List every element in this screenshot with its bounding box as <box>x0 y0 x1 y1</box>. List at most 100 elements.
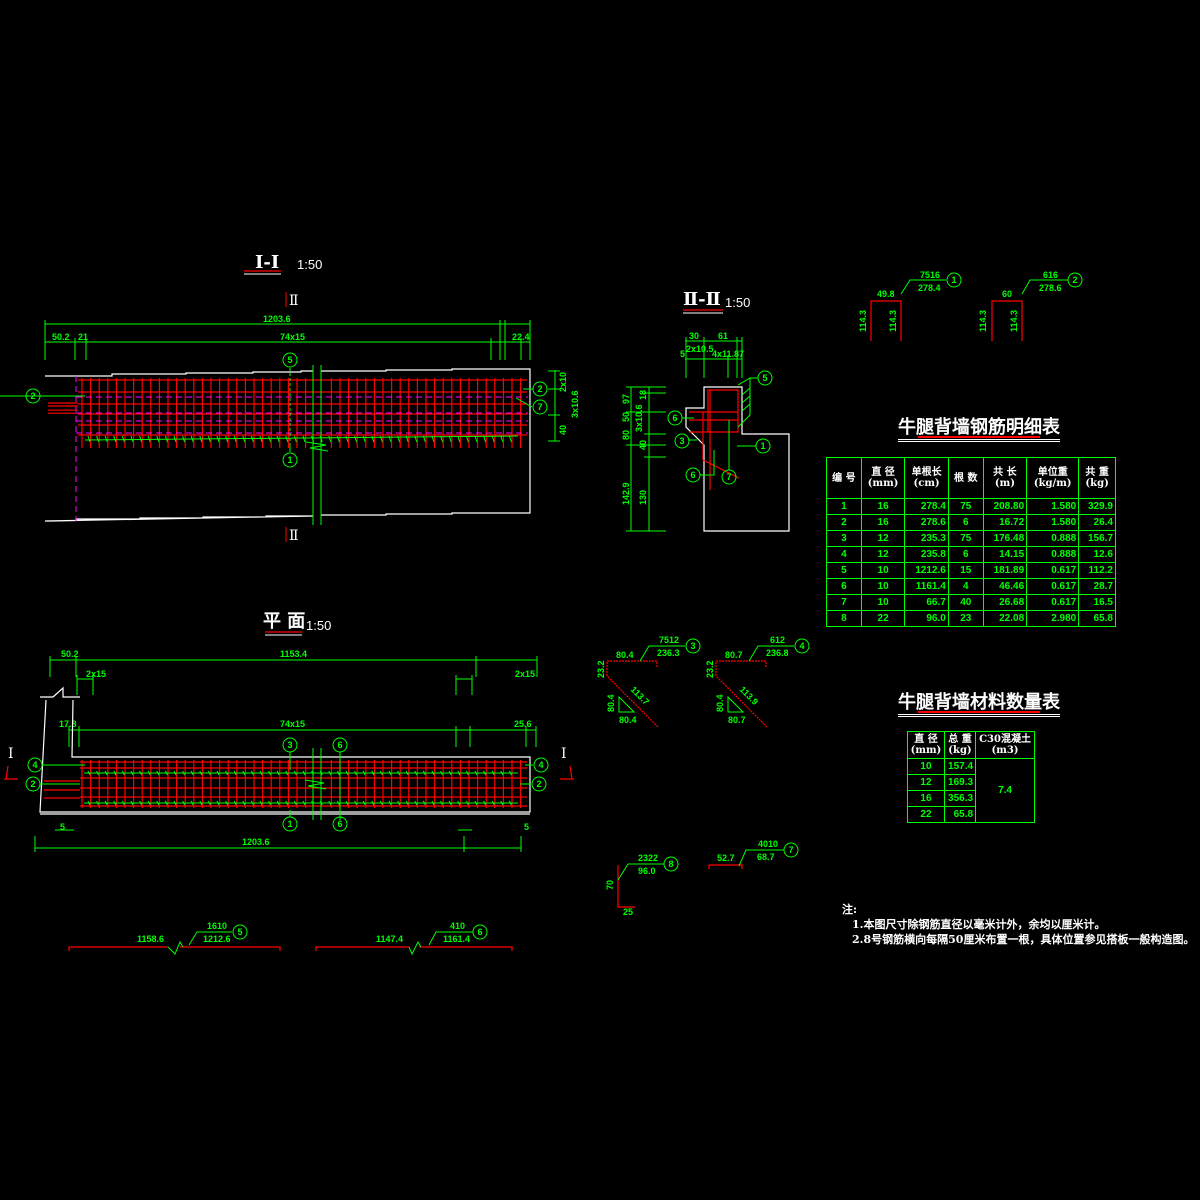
table-header-row: 直 径(mm)总 重(kg)C30混凝土(m3) <box>907 731 1035 759</box>
rebar-table-title: 牛腿背墙钢筋明细表 <box>898 413 1060 442</box>
section-1-1-view: Ⅰ-Ⅰ 1:50 Ⅱ Ⅱ 1203.6 50.2 21 74x15 22.4 2… <box>0 252 580 544</box>
dim-v2: 3x10.6 <box>570 390 580 418</box>
table-cell: 5 <box>826 562 862 579</box>
bar-tick <box>268 770 272 776</box>
bar-tick <box>164 435 168 443</box>
bar-tick <box>113 770 117 776</box>
table-cell: 3 <box>826 530 862 547</box>
bar-tick <box>130 435 134 443</box>
bar-tick <box>293 800 297 806</box>
table-cell: 23 <box>947 610 984 627</box>
concrete-volume-cell: 7.4 <box>975 758 1035 823</box>
bar-tick <box>242 770 246 776</box>
bar-mark-2-left: 2 <box>25 776 41 792</box>
dim-left: 50.2 <box>52 332 70 342</box>
table-cell: 16.72 <box>982 514 1028 531</box>
bar-tick <box>96 770 100 776</box>
bar-tick <box>139 435 143 443</box>
bar-tick <box>457 770 461 776</box>
dim-spacing: 74x15 <box>280 332 305 342</box>
bar-tick <box>276 435 280 443</box>
bar-tick <box>293 770 297 776</box>
bar-tick <box>405 435 409 443</box>
bar-tick <box>302 800 306 806</box>
bar-tick <box>345 435 349 443</box>
bar-tick <box>233 770 237 776</box>
bar-tick <box>302 770 306 776</box>
bar-mark-6-top: 6 <box>332 737 348 753</box>
bar-mark-4-left: 4 <box>27 757 43 773</box>
bar-mark-5: 5 <box>232 924 248 940</box>
bar-tick <box>139 800 143 806</box>
table-cell: 75 <box>947 498 984 515</box>
svg-text:96.0: 96.0 <box>638 866 656 876</box>
break-line <box>304 748 327 820</box>
bar-tick <box>156 770 160 776</box>
bar-tick <box>474 770 478 776</box>
table-cell: 96.0 <box>904 610 949 627</box>
notes: 注: 1.本图尺寸除钢筋直径以毫米计外，余均以厘米计。 2.8号钢筋横向每隔50… <box>842 902 1194 947</box>
dim-main: 1153.4 <box>280 649 307 659</box>
bar-tick <box>96 435 100 443</box>
bar-tick <box>113 435 117 443</box>
bar-shape-3: 80.4 23.2 113.7 80.4 80.4 7512 236.3 3 <box>596 635 701 728</box>
svg-text:1212.6: 1212.6 <box>203 934 231 944</box>
svg-text:3: 3 <box>679 436 684 446</box>
bar-tick <box>422 800 426 806</box>
dim-4x11-87: 4x11.87 <box>712 349 744 359</box>
table-cell: 10 <box>907 758 945 775</box>
bar-tick <box>414 770 418 776</box>
bar-tick <box>225 770 229 776</box>
bar-shape-8: 70 25 2322 96.0 8 <box>605 853 679 917</box>
bar-tick <box>216 435 220 443</box>
table-cell: 0.888 <box>1026 546 1080 563</box>
bar-tick <box>405 800 409 806</box>
bar-tick <box>87 800 91 806</box>
bar-tick <box>225 435 229 443</box>
plan-title: 平 面 <box>263 611 305 632</box>
bar-tick <box>242 435 246 443</box>
table-cell: 22 <box>860 610 906 627</box>
cut-mark-top: Ⅱ <box>289 293 299 309</box>
bar-tick <box>345 770 349 776</box>
cut-arrows <box>4 765 574 780</box>
note-2: 2.8号钢筋横向每隔50厘米布置一根，具体位置参见搭板一般构造图。 <box>852 933 1195 946</box>
bar-tick <box>362 770 366 776</box>
dim-97: 97 <box>621 394 631 404</box>
bar-tick <box>259 770 263 776</box>
table-cell: 6 <box>826 578 862 595</box>
bar-tick <box>190 800 194 806</box>
dim-30: 30 <box>689 331 699 341</box>
table-cell: 16 <box>907 790 945 807</box>
table-cell: 1.580 <box>1026 514 1080 531</box>
bar-tick <box>336 770 340 776</box>
bar-tick <box>285 800 289 806</box>
bar-tick <box>207 435 211 443</box>
break-line <box>305 365 329 525</box>
bar-tick <box>328 770 332 776</box>
bar-tick <box>328 435 332 443</box>
dimension-lines-vertical <box>548 370 560 442</box>
table-cell: 169.3 <box>943 774 977 791</box>
bar-tick <box>379 800 383 806</box>
svg-text:4: 4 <box>538 760 543 770</box>
dimension-lines <box>45 320 531 360</box>
bar-1-line <box>84 435 519 441</box>
section-1-title: Ⅰ-Ⅰ <box>255 252 279 273</box>
table-cell: 2.980 <box>1026 610 1080 627</box>
svg-text:23.2: 23.2 <box>705 660 715 678</box>
table-cell: 16 <box>860 514 906 531</box>
cut-mark-bottom: Ⅱ <box>289 528 299 544</box>
cut-mark-right: Ⅰ <box>561 746 567 762</box>
table-cell: 235.3 <box>904 530 949 547</box>
table-cell: 10 <box>860 578 906 595</box>
table-cell: 12 <box>860 530 906 547</box>
bar-tick <box>207 800 211 806</box>
section-2-2-view: Ⅱ-Ⅱ 1:50 30 61 2x10.5 5 4x11.87 97 50 80… <box>621 289 790 532</box>
bar-tick <box>233 800 237 806</box>
dim-18: 18 <box>638 390 648 400</box>
table-cell: 176.48 <box>982 530 1028 547</box>
bar-tick <box>431 770 435 776</box>
